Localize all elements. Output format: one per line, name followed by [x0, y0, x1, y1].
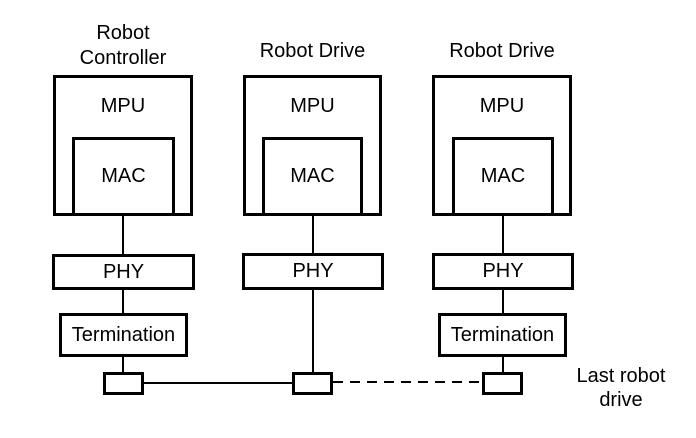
connector-termination-node-3	[502, 357, 504, 372]
column-title-robot-drive-2: Robot Drive	[432, 39, 572, 64]
connector-mpu-phy-2	[312, 216, 314, 253]
bus-node-box-2	[292, 372, 333, 395]
connector-mpu-phy-1	[122, 216, 124, 254]
bus-line-solid	[144, 382, 292, 384]
mpu-label: MPU	[100, 94, 146, 117]
phy-label: PHY	[292, 260, 334, 282]
annotation-line: Last robot	[576, 365, 666, 387]
annotation-line: drive	[599, 389, 643, 411]
column-title-robot-drive-1: Robot Drive	[243, 39, 382, 64]
mac-box-robot-controller: MAC	[72, 137, 175, 216]
mac-box-robot-drive-2: MAC	[452, 137, 554, 216]
mac-label: MAC	[480, 165, 526, 187]
last-robot-drive-annotation: Last robot drive	[551, 364, 691, 412]
column-title-line: Robot Drive	[259, 40, 366, 62]
mpu-label: MPU	[290, 94, 335, 117]
mac-label: MAC	[290, 165, 335, 187]
termination-box-robot-drive-2: Termination	[438, 313, 567, 357]
termination-label: Termination	[450, 323, 555, 346]
phy-label: PHY	[482, 260, 524, 282]
bus-node-box-3	[482, 372, 523, 395]
termination-box-robot-controller: Termination	[59, 313, 188, 357]
phy-label: PHY	[102, 260, 145, 283]
bus-node-box-1	[103, 372, 144, 395]
mpu-label: MPU	[479, 94, 525, 117]
mac-label: MAC	[101, 165, 146, 187]
mac-box-robot-drive-1: MAC	[262, 137, 363, 216]
connector-mpu-phy-3	[502, 216, 504, 253]
connector-phy-termination-3	[502, 290, 504, 313]
phy-box-robot-controller: PHY	[52, 254, 195, 290]
phy-box-robot-drive-1: PHY	[242, 253, 384, 290]
column-title-line: Robot	[96, 22, 150, 44]
column-title-line: Controller	[79, 47, 167, 69]
connector-phy-node-2	[312, 290, 314, 372]
bus-line-dashed	[333, 381, 482, 383]
column-title-line: Robot Drive	[449, 40, 555, 62]
connector-phy-termination-1	[122, 290, 124, 313]
phy-box-robot-drive-2: PHY	[432, 253, 574, 290]
termination-label: Termination	[71, 323, 176, 346]
connector-termination-node-1	[122, 357, 124, 372]
column-title-robot-controller: Robot Controller	[43, 21, 203, 71]
